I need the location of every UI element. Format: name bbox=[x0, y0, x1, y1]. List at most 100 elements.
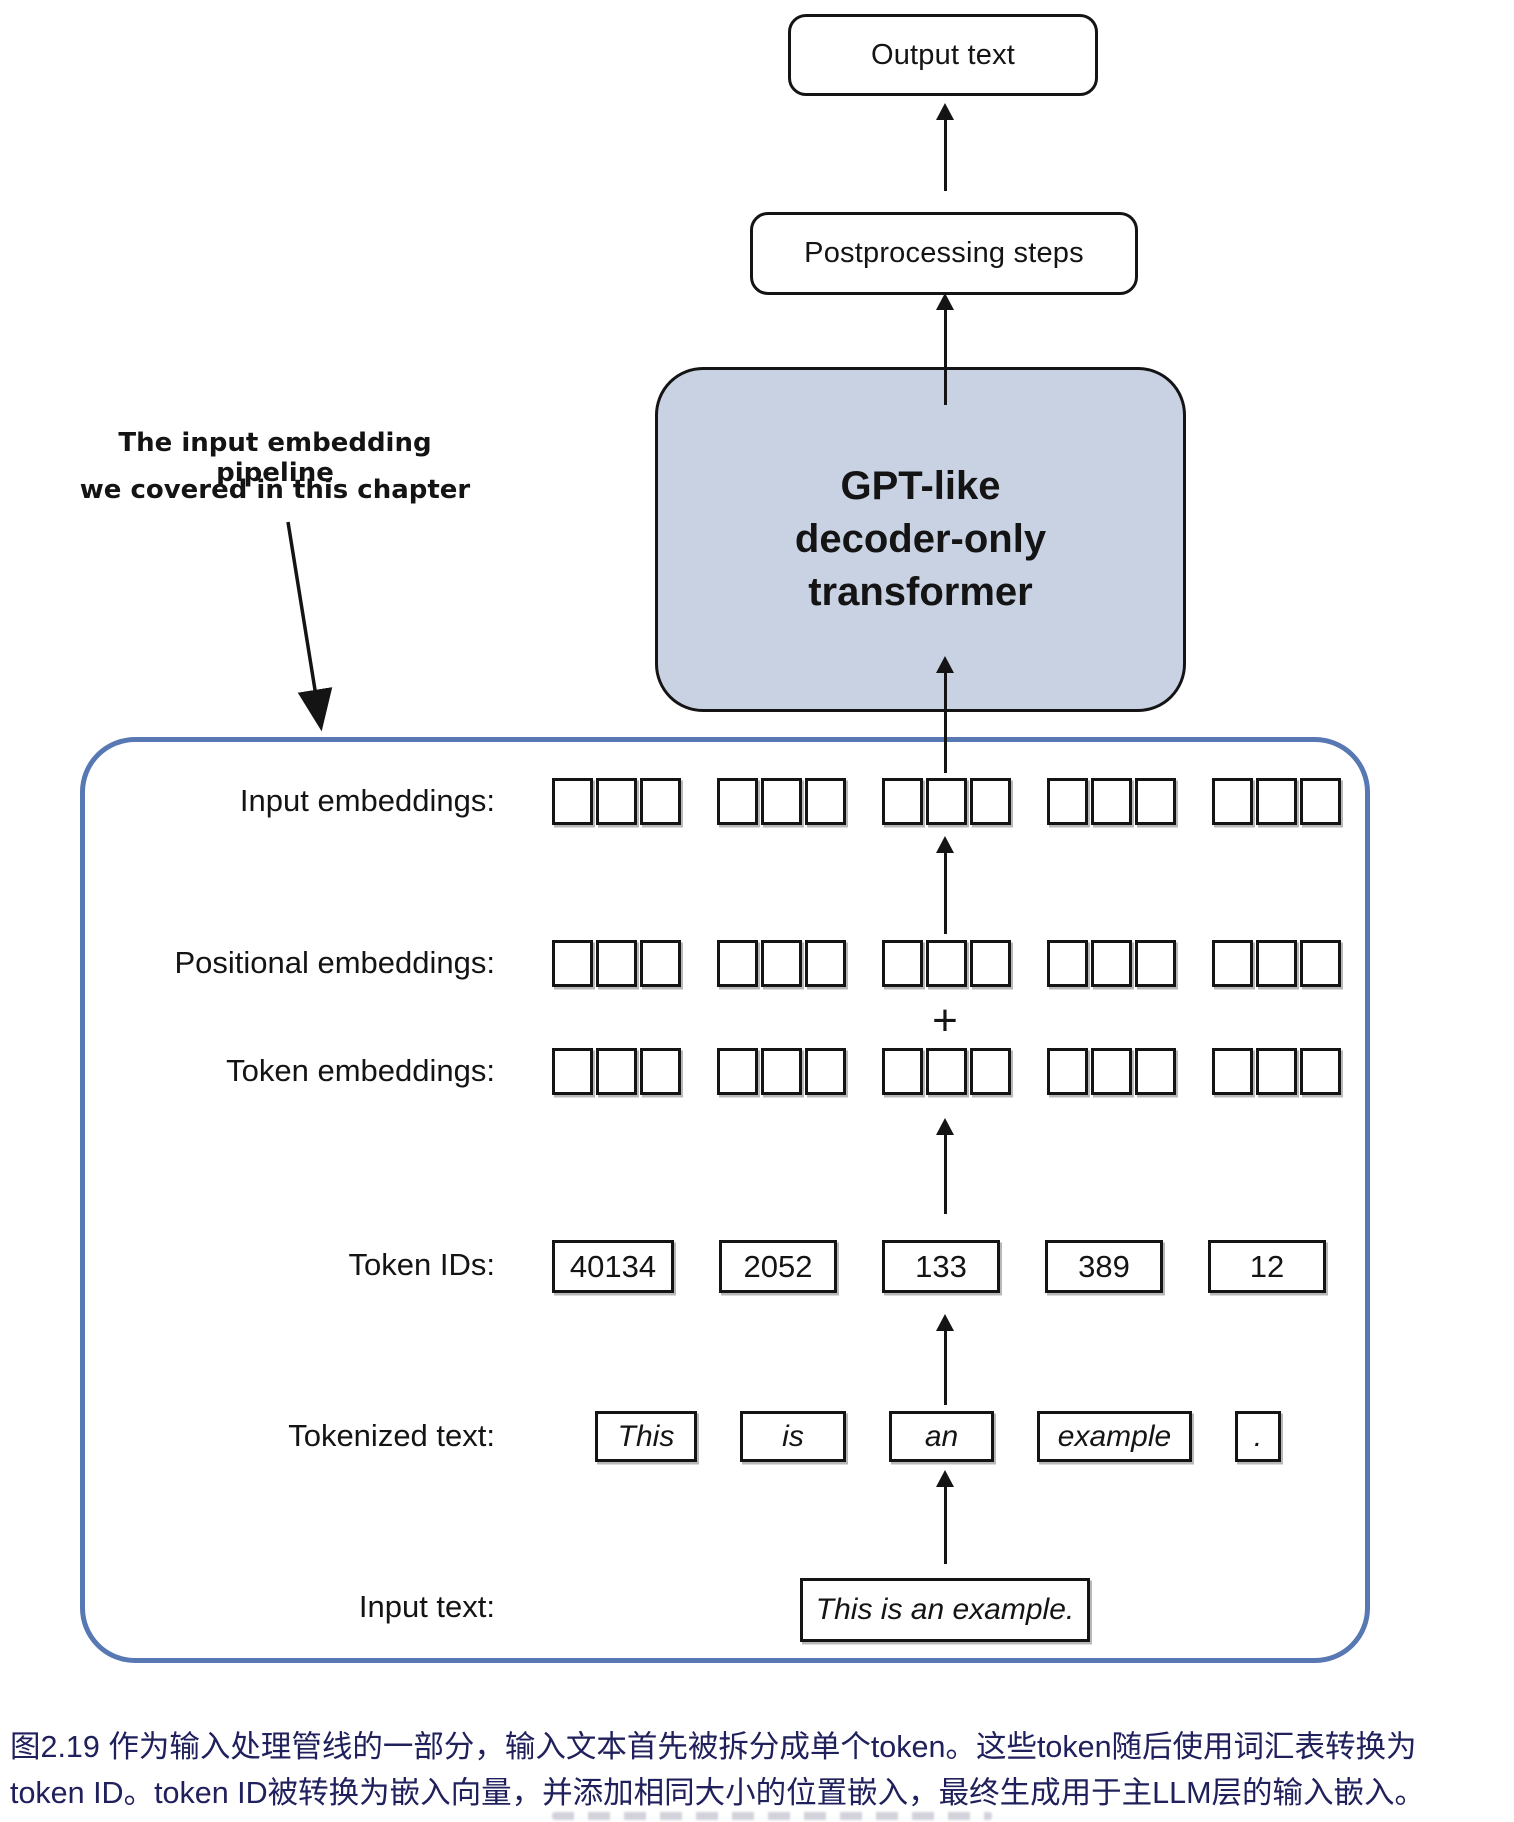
embedding-square bbox=[717, 940, 758, 987]
embedding-square bbox=[596, 940, 637, 987]
embedding-square bbox=[970, 940, 1011, 987]
embedding-square bbox=[882, 778, 923, 825]
token-box: is bbox=[740, 1411, 846, 1462]
annotation-arrow bbox=[286, 521, 333, 732]
output-text-box: Output text bbox=[788, 14, 1098, 96]
embedding-group bbox=[552, 778, 681, 825]
embedding-group bbox=[717, 1048, 846, 1095]
embedding-square bbox=[970, 1048, 1011, 1095]
caption-line1: 图2.19 作为输入处理管线的一部分，输入文本首先被拆分成单个token。这些t… bbox=[10, 1730, 1417, 1764]
embedding-square bbox=[1212, 940, 1253, 987]
input-embeddings-label: Input embeddings: bbox=[239, 783, 495, 818]
embedding-square bbox=[1091, 778, 1132, 825]
embedding-square bbox=[640, 778, 681, 825]
embedding-square bbox=[1091, 940, 1132, 987]
input-text-value: This is an example. bbox=[815, 1593, 1075, 1626]
embedding-square bbox=[805, 778, 846, 825]
token-box: an bbox=[889, 1411, 994, 1462]
caption-line2: token ID。token ID被转换为嵌入向量，并添加相同大小的位置嵌入，最… bbox=[10, 1776, 1426, 1810]
plus-sign: + bbox=[932, 996, 958, 1045]
positional-embeddings-squares-row bbox=[552, 940, 1341, 987]
embedding-group bbox=[1212, 940, 1341, 987]
arrowhead-icon bbox=[936, 836, 954, 853]
embedding-group bbox=[1047, 940, 1176, 987]
embedding-square bbox=[882, 1048, 923, 1095]
token-id-box: 12 bbox=[1208, 1240, 1326, 1293]
postprocessing-steps-box: Postprocessing steps bbox=[750, 212, 1138, 295]
tokenized-text-label: Tokenized text: bbox=[288, 1418, 495, 1453]
token-id-box: 133 bbox=[882, 1240, 1000, 1293]
input-text-label: Input text: bbox=[358, 1589, 495, 1624]
embedding-square bbox=[761, 940, 802, 987]
arrowhead-icon bbox=[936, 293, 954, 310]
input-embedding-pipeline-container bbox=[80, 737, 1370, 1663]
embedding-group bbox=[882, 1048, 1011, 1095]
gpt-box-line2: decoder-only bbox=[794, 517, 1047, 561]
arrowhead-icon bbox=[936, 1470, 954, 1487]
embedding-group bbox=[552, 1048, 681, 1095]
embedding-square bbox=[926, 940, 967, 987]
embedding-group bbox=[1212, 1048, 1341, 1095]
embedding-square bbox=[596, 778, 637, 825]
embedding-square bbox=[1047, 778, 1088, 825]
arrow-token-ids-to-token-embeddings bbox=[936, 1118, 954, 1214]
gpt-box-line1: GPT-like bbox=[840, 464, 1001, 508]
embedding-square bbox=[805, 940, 846, 987]
arrow-gpt-to-postprocessing bbox=[936, 293, 954, 405]
embedding-square bbox=[1135, 1048, 1176, 1095]
embedding-square bbox=[761, 1048, 802, 1095]
embedding-square bbox=[1135, 940, 1176, 987]
token-id-box: 40134 bbox=[552, 1240, 674, 1293]
postprocessing-steps-label: Postprocessing steps bbox=[804, 237, 1084, 269]
token-embeddings-squares-row bbox=[552, 1048, 1341, 1095]
positional-embeddings-label: Positional embeddings: bbox=[174, 945, 495, 980]
embedding-square bbox=[552, 778, 593, 825]
arrowhead-icon bbox=[936, 103, 954, 120]
embedding-group bbox=[717, 940, 846, 987]
arrowhead-icon bbox=[936, 1314, 954, 1331]
embedding-group bbox=[1047, 778, 1176, 825]
arrow-input-text-to-tokenized bbox=[936, 1470, 954, 1564]
token-ids-label: Token IDs: bbox=[348, 1247, 495, 1282]
embedding-square bbox=[926, 1048, 967, 1095]
embedding-square bbox=[1047, 1048, 1088, 1095]
embedding-square bbox=[1212, 778, 1253, 825]
embedding-square bbox=[640, 1048, 681, 1095]
embedding-square bbox=[596, 1048, 637, 1095]
embedding-group bbox=[882, 778, 1011, 825]
embedding-square bbox=[1300, 1048, 1341, 1095]
embedding-square bbox=[761, 778, 802, 825]
annotation-line2: we covered in this chapter bbox=[79, 475, 471, 505]
token-box: example bbox=[1037, 1411, 1192, 1462]
token-box: . bbox=[1235, 1411, 1281, 1462]
embedding-square bbox=[1047, 940, 1088, 987]
input-embeddings-squares-row bbox=[552, 778, 1341, 825]
embedding-square bbox=[926, 778, 967, 825]
embedding-group bbox=[1212, 778, 1341, 825]
gpt-decoder-box: GPT-like decoder-only transformer bbox=[655, 367, 1186, 712]
token-embeddings-label: Token embeddings: bbox=[226, 1053, 495, 1088]
embedding-square bbox=[717, 778, 758, 825]
embedding-square bbox=[640, 940, 681, 987]
embedding-group bbox=[552, 940, 681, 987]
embedding-group bbox=[1047, 1048, 1176, 1095]
embedding-square bbox=[1300, 940, 1341, 987]
arrow-tokenized-to-token-ids bbox=[936, 1314, 954, 1405]
embedding-square bbox=[1300, 778, 1341, 825]
arrowhead-icon bbox=[936, 1118, 954, 1135]
input-text-box: This is an example. bbox=[800, 1578, 1090, 1642]
annotation-line1: The input embedding pipeline bbox=[118, 428, 432, 488]
embedding-square bbox=[1212, 1048, 1253, 1095]
embedding-square bbox=[1256, 940, 1297, 987]
gpt-box-line3: transformer bbox=[808, 570, 1033, 614]
embedding-square bbox=[882, 940, 923, 987]
embedding-square bbox=[717, 1048, 758, 1095]
output-text-label: Output text bbox=[870, 38, 1016, 71]
embedding-group bbox=[882, 940, 1011, 987]
embedding-group bbox=[717, 778, 846, 825]
arrow-embeddings-to-gpt bbox=[936, 656, 954, 773]
arrowhead-icon bbox=[936, 656, 954, 673]
